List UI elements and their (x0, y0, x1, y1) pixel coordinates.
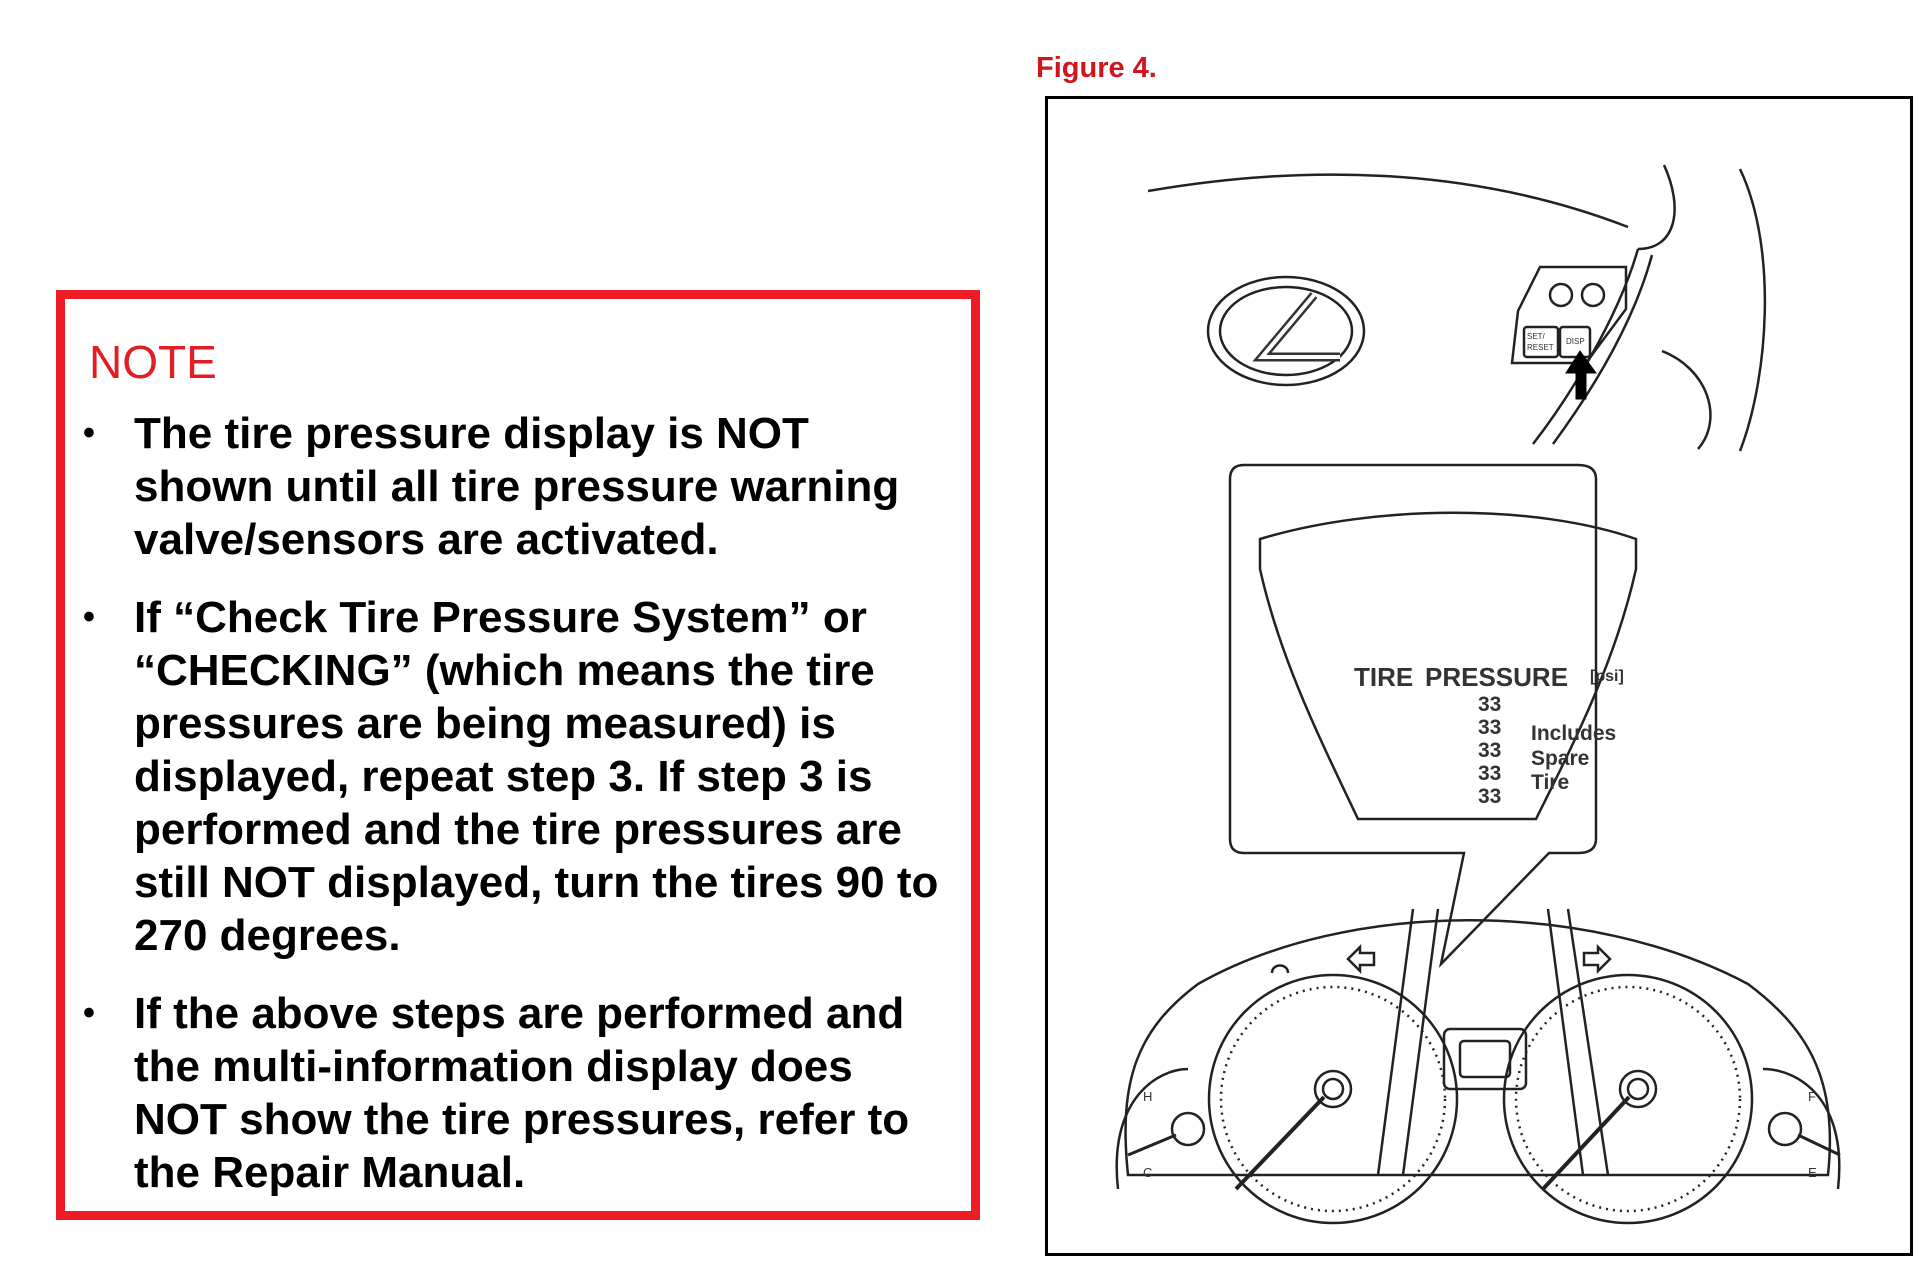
right-gauge (1502, 973, 1754, 1225)
temp-hot-label: H (1143, 1089, 1152, 1104)
tire-pressure-value: 33 (1478, 739, 1501, 762)
steering-switch-panel (1510, 265, 1628, 365)
note-item-text: The tire pressure display is NOT shown u… (134, 409, 900, 564)
bullet-icon: • (83, 994, 95, 1032)
bullet-icon: • (83, 414, 95, 452)
note-box: NOTE • The tire pressure display is NOT … (56, 290, 980, 1220)
lexus-logo-icon (1206, 275, 1366, 387)
note-item: • If the above steps are performed and t… (65, 987, 971, 1199)
spare-note-line: Includes (1531, 722, 1616, 745)
temp-cold-label: C (1143, 1165, 1152, 1180)
note-item-text: If “Check Tire Pressure System” or “CHEC… (134, 593, 939, 960)
note-list: • The tire pressure display is NOT shown… (65, 407, 971, 1224)
tire-pressure-value: 33 (1478, 716, 1501, 739)
set-reset-label: RESET (1527, 343, 1554, 352)
set-reset-label: SET/ (1527, 332, 1546, 341)
spare-note-line: Spare (1531, 747, 1589, 770)
fuel-empty-label: E (1808, 1165, 1817, 1180)
left-turn-signal-icon (1346, 943, 1376, 975)
bullet-icon: • (83, 598, 95, 636)
multi-information-display (1258, 511, 1638, 821)
steering-wheel-illustration: SET/ RESET DISP (1147, 164, 1767, 452)
tire-pressure-value: 33 (1478, 693, 1501, 716)
note-title: NOTE (89, 336, 217, 388)
temp-gauge (1115, 1067, 1206, 1190)
figure-frame: SET/ RESET DISP TIRE PRESSURE [psi] 33 3… (1045, 96, 1913, 1256)
dashboard-illustration: SET/ RESET DISP TIRE PRESSURE [psi] 33 3… (1115, 164, 1841, 1225)
display-callout (1228, 463, 1598, 968)
tire-title-right: PRESSURE (1425, 662, 1568, 692)
note-item: • The tire pressure display is NOT shown… (65, 407, 971, 566)
tire-title-left: TIRE (1354, 662, 1413, 692)
fuel-full-label: F (1808, 1089, 1816, 1104)
disp-label: DISP (1566, 337, 1585, 346)
fuel-gauge (1762, 1067, 1841, 1190)
arrow-up-icon (1565, 350, 1597, 400)
spare-note-line: Tire (1531, 771, 1569, 794)
instrument-cluster (1115, 908, 1841, 1225)
right-turn-signal-icon (1582, 943, 1612, 975)
unit-label: [psi] (1590, 668, 1624, 685)
figure-caption: Figure 4. (1036, 52, 1157, 84)
note-item: • If “Check Tire Pressure System” or “CH… (65, 591, 971, 962)
note-item-text: If the above steps are performed and the… (134, 989, 910, 1197)
tire-pressure-value: 33 (1478, 762, 1501, 785)
tire-warning-icon (1270, 964, 1290, 974)
left-gauge (1207, 973, 1459, 1225)
tire-pressure-value: 33 (1478, 785, 1501, 808)
